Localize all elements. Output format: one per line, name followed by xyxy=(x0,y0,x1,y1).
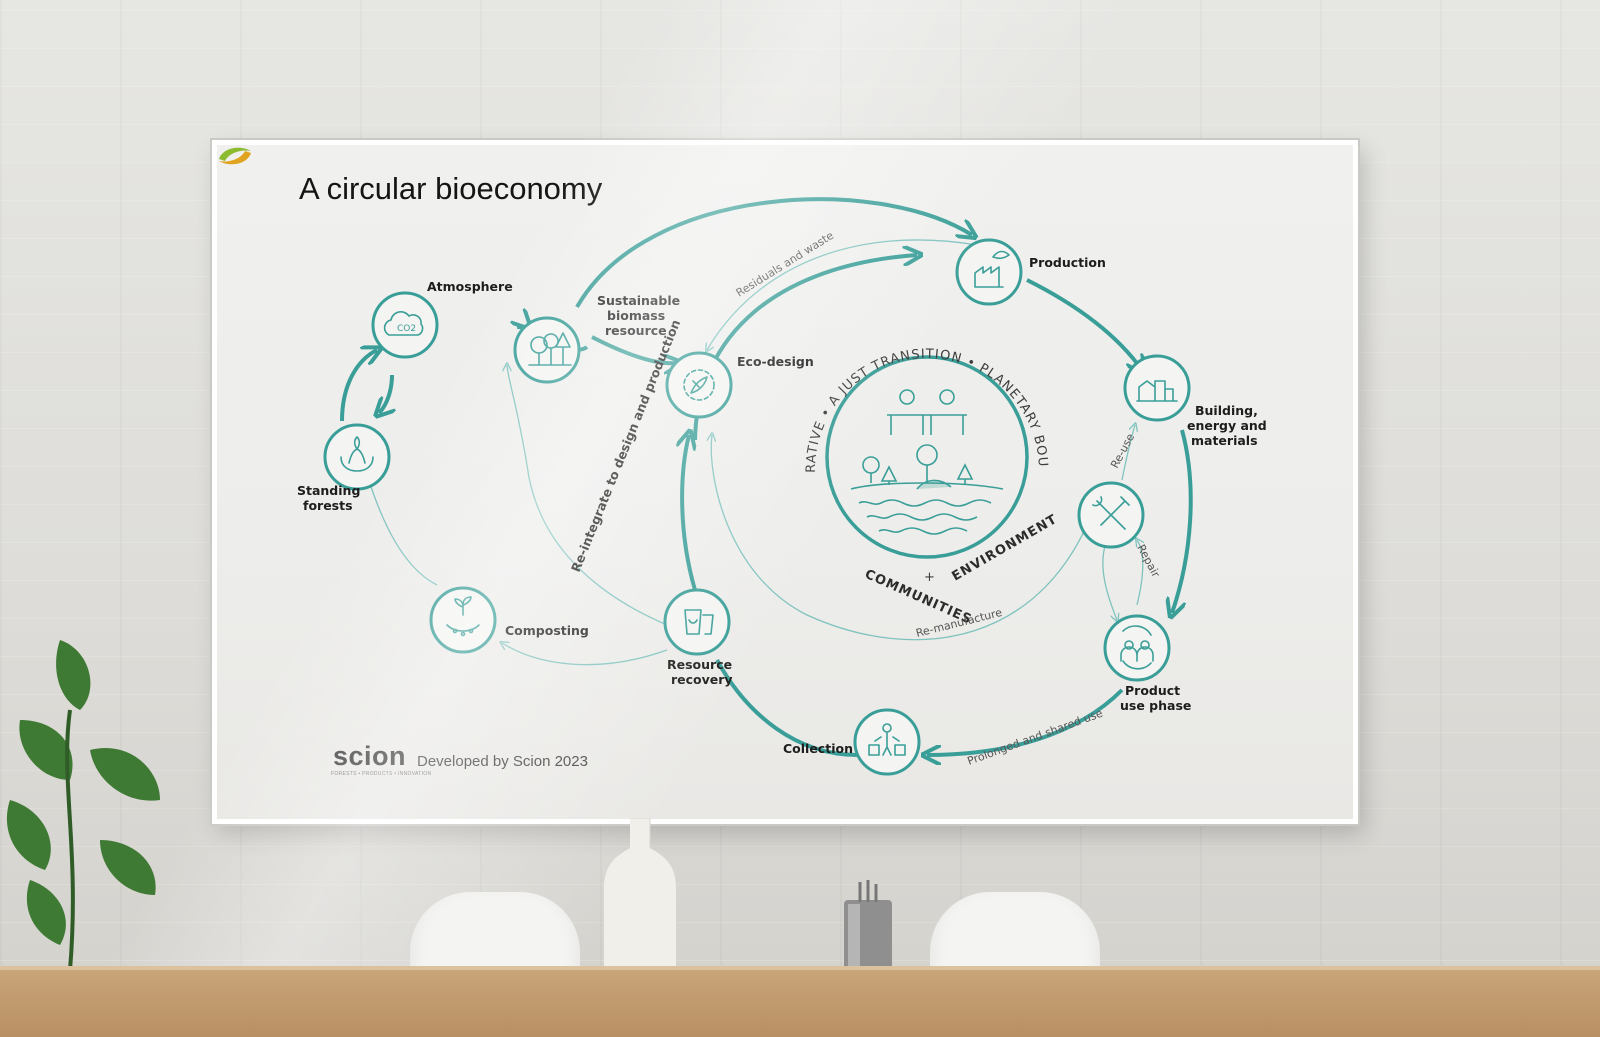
standing-forests-label-2: forests xyxy=(303,498,353,513)
production-label: Production xyxy=(1029,255,1106,270)
reintegrate-label: Re-integrate to design and production xyxy=(568,317,683,574)
poster-frame: A circular bioeconomy xyxy=(212,140,1358,824)
potted-plant xyxy=(0,630,200,970)
building-label-2: energy and xyxy=(1187,418,1267,433)
resource-recovery-label-1: Resource xyxy=(667,657,732,672)
resource-recovery-label-2: recovery xyxy=(671,672,733,687)
product-use-label-2: use phase xyxy=(1120,698,1191,713)
prolonged-use-label: Prolonged and shared use xyxy=(966,707,1105,768)
standing-forests-label-1: Standing xyxy=(297,483,360,498)
production-node xyxy=(957,240,1021,304)
eco-design-label: Eco-design xyxy=(737,354,814,369)
scion-logo-tagline: FORESTS • PRODUCTS • INNOVATION xyxy=(331,771,431,777)
utensil-holder xyxy=(838,880,898,975)
sustainable-biomass-node xyxy=(515,318,579,382)
circular-bioeconomy-diagram: CO2 xyxy=(217,145,1353,819)
product-use-label-1: Product xyxy=(1125,683,1180,698)
white-vase xyxy=(600,818,680,978)
biomass-label-1: Sustainable xyxy=(597,293,680,308)
scion-logo-text: scion xyxy=(333,741,406,772)
biomass-label-2: biomass xyxy=(607,308,665,323)
building-label-3: materials xyxy=(1191,433,1258,448)
atmosphere-label: Atmosphere xyxy=(427,279,513,294)
composting-label: Composting xyxy=(505,623,589,638)
standing-forests-node xyxy=(325,425,389,489)
wooden-table xyxy=(0,970,1600,1037)
svg-text:CO2: CO2 xyxy=(397,324,416,334)
composting-node xyxy=(431,588,495,652)
building-node xyxy=(1125,356,1189,420)
biomass-label-3: resource xyxy=(605,323,667,338)
building-label-1: Building, xyxy=(1195,403,1258,418)
credit-text: Developed by Scion 2023 xyxy=(417,753,588,770)
repair-label: Repair xyxy=(1134,542,1162,580)
scion-leaf-logo xyxy=(217,145,253,167)
reuse-label: Re-use xyxy=(1108,431,1137,470)
eco-design-node xyxy=(667,353,731,417)
core-plus: + xyxy=(924,570,936,585)
communities-landscape-icon xyxy=(851,390,1003,534)
resource-recovery-node xyxy=(665,590,729,654)
collection-label: Collection xyxy=(783,741,853,756)
